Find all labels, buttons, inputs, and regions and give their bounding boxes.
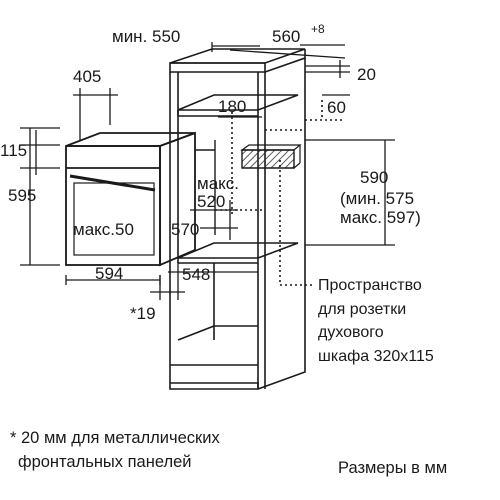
dim-20: 20 <box>357 65 376 84</box>
dim-405: 405 <box>73 67 101 86</box>
oven-handle <box>69 174 156 192</box>
dim-590: 590 <box>360 168 388 187</box>
footnote-line-2: фронтальных панелей <box>18 453 192 471</box>
socket-area <box>240 144 302 169</box>
cabinet-top-slab <box>169 62 266 73</box>
dim-590-max: макс. 597) <box>340 208 421 227</box>
dim-maks-label: макс. <box>197 174 239 193</box>
dim-590-min: (мин. 575 <box>340 189 414 208</box>
dim-520: 520 <box>197 192 225 211</box>
oven-side <box>159 131 196 267</box>
dim-115: 115 <box>0 141 27 160</box>
upper-shelf <box>177 94 299 111</box>
cabinet-plinth <box>169 382 259 390</box>
dim-560-tolerance: +8 <box>311 22 325 36</box>
dim-548: 548 <box>182 265 210 284</box>
dim-560: 560 <box>272 27 300 46</box>
socket-note-line-2: для розетки <box>318 301 406 318</box>
units-note: Размеры в мм <box>338 459 447 477</box>
oven <box>65 131 216 267</box>
dim-595: 595 <box>8 186 36 205</box>
cabinet <box>169 48 306 390</box>
dim-570: 570 <box>171 220 199 239</box>
lower-shelf <box>177 242 299 259</box>
dotted-guides <box>215 100 345 286</box>
socket-note-line-4: шкафа 320x115 <box>318 348 434 365</box>
dim-180: 180 <box>218 97 246 116</box>
oven-front <box>65 145 161 266</box>
dim-maks-50: макс.50 <box>73 220 134 239</box>
dimension-lines <box>20 42 395 300</box>
dim-594: 594 <box>95 264 123 283</box>
socket-note-line-1: Пространство <box>318 277 422 294</box>
socket-hatch <box>241 149 295 169</box>
dim-60: 60 <box>327 98 346 117</box>
dim-19: *19 <box>130 304 156 323</box>
socket-note-line-3: духового <box>318 324 384 341</box>
footnote-line-1: * 20 мм для металлических <box>10 429 220 447</box>
dim-min-550: мин. 550 <box>112 27 180 46</box>
